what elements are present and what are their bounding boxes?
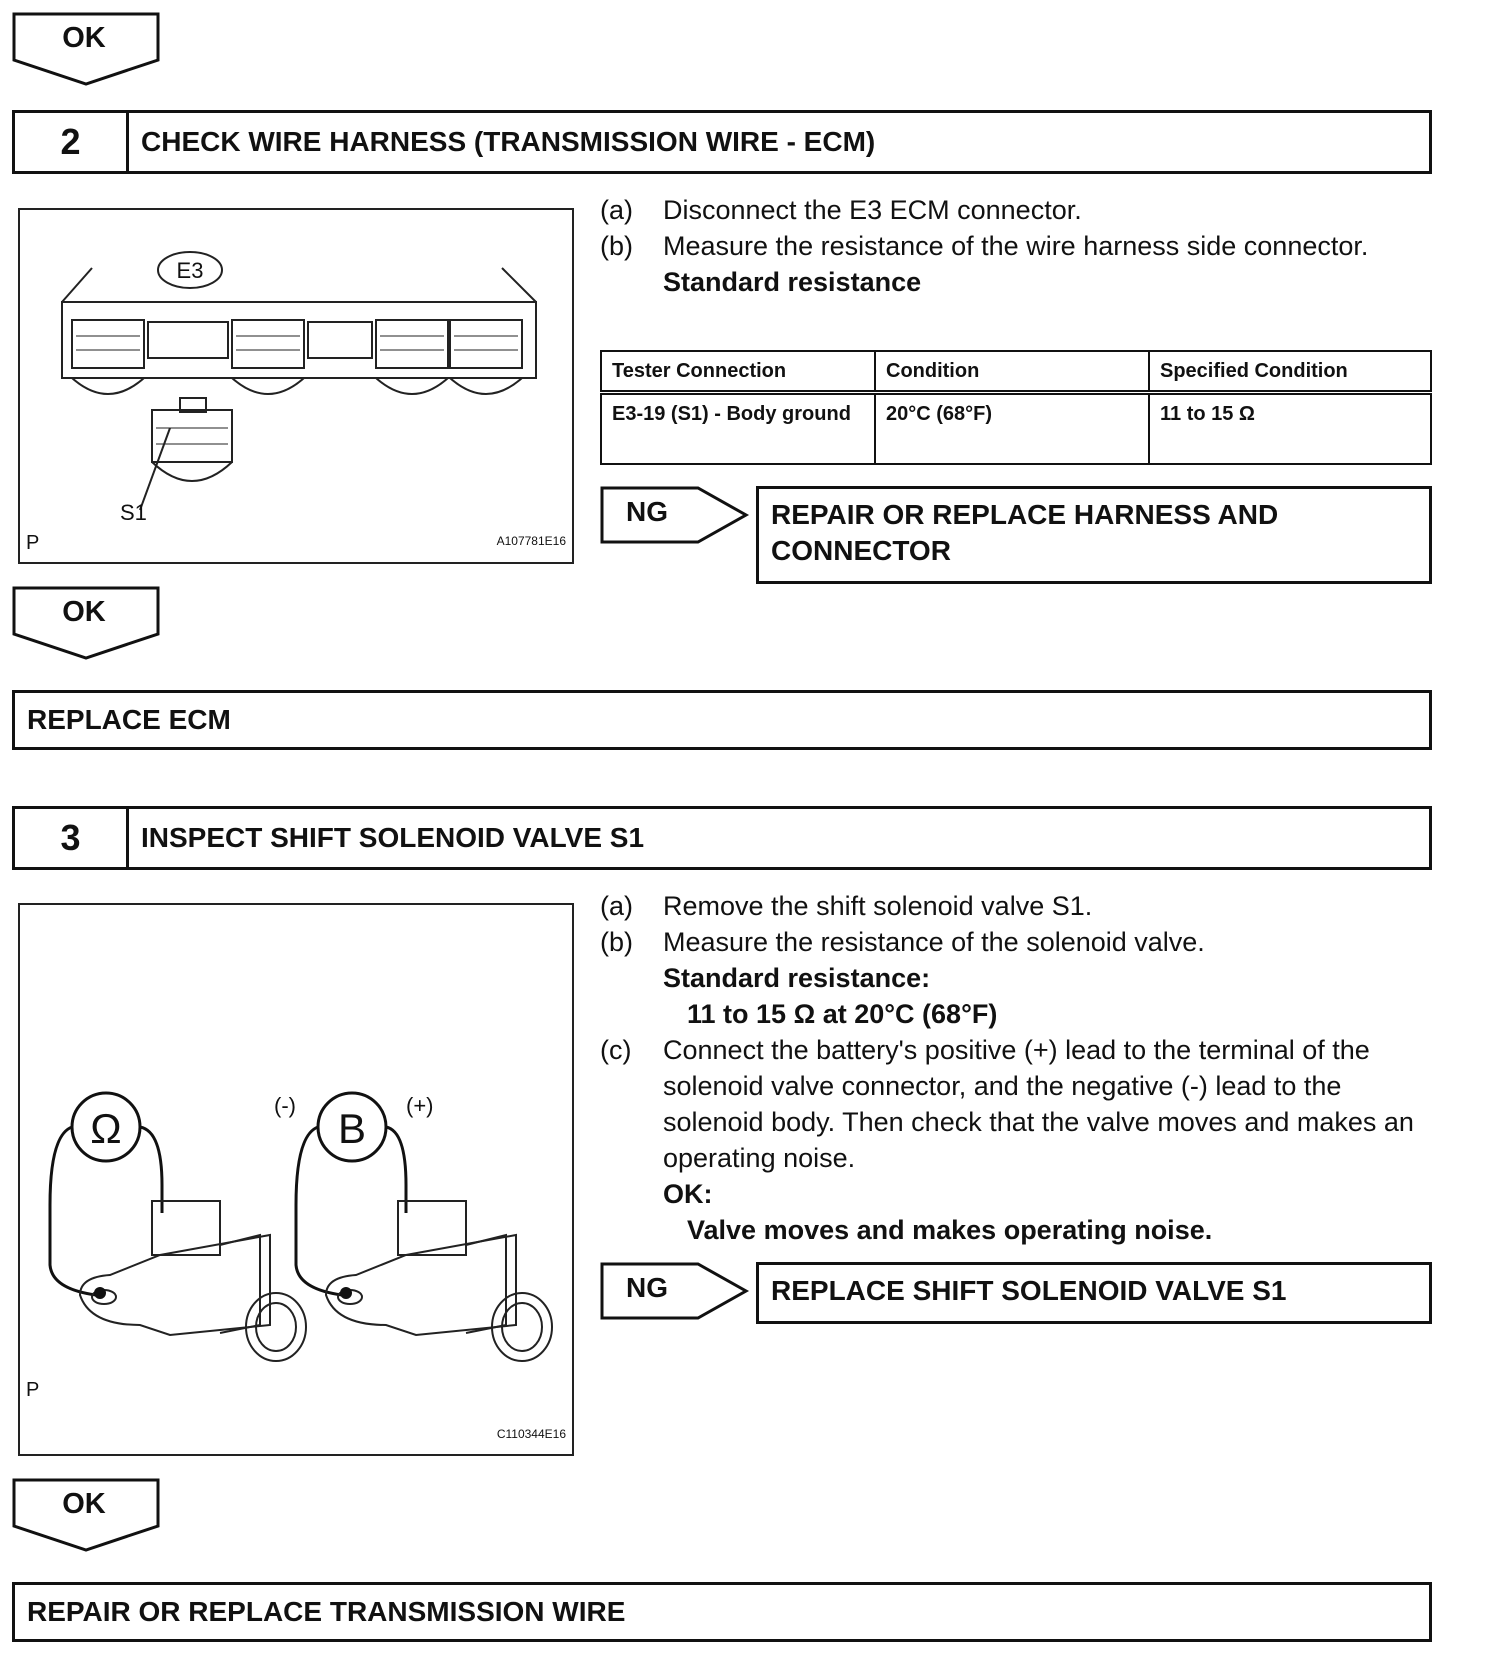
ng-label: NG (626, 496, 668, 527)
table-header-row: Tester Connection Condition Specified Co… (600, 350, 1432, 395)
ok-arrow-top: OK (12, 12, 162, 88)
instruction-item: (b) Measure the resistance of the soleno… (600, 924, 1430, 960)
ng-arrow: NG (600, 1262, 750, 1320)
instruction-text: Connect the battery's positive (+) lead … (663, 1035, 1414, 1173)
step-title: INSPECT SHIFT SOLENOID VALVE S1 (141, 822, 645, 853)
step-number: 2 (15, 113, 129, 171)
ok-result-box: REPLACE ECM (12, 690, 1432, 750)
p-mark: P (26, 1379, 40, 1401)
step-3-header: 3 INSPECT SHIFT SOLENOID VALVE S1 (12, 806, 1432, 870)
step-number: 3 (15, 809, 129, 867)
step-3-instructions: (a) Remove the shift solenoid valve S1. … (600, 888, 1430, 1248)
connector-label: E3 (177, 258, 204, 283)
instruction-tag: (c) (600, 1035, 632, 1065)
p-mark: P (26, 532, 40, 554)
table-row: E3-19 (S1) - Body ground 20°C (68°F) 11 … (600, 391, 1432, 465)
solenoid-valve-illustration: Ω B (-) (+) P C110344E16 (18, 903, 574, 1456)
ng-label: NG (626, 1272, 668, 1303)
figure-code: C110344E16 (496, 1427, 566, 1441)
ok-arrow: OK (12, 1478, 162, 1554)
instruction-tag: (a) (600, 195, 633, 225)
ng-result-box: REPLACE SHIFT SOLENOID VALVE S1 (756, 1262, 1432, 1324)
instruction-item: (a) Disconnect the E3 ECM connector. (600, 192, 1430, 228)
standard-resistance-value: 11 to 15 Ω at 20°C (68°F) (687, 999, 998, 1029)
ok-criteria-value: Valve moves and makes operating noise. (687, 1215, 1213, 1245)
instruction-tag: (a) (600, 891, 633, 921)
instruction-text: Remove the shift solenoid valve S1. (663, 891, 1093, 921)
battery-symbol: B (338, 1105, 366, 1152)
ecm-connector-drawing: E3 S1 (61, 251, 537, 525)
ok-result-box: REPAIR OR REPLACE TRANSMISSION WIRE (12, 1582, 1432, 1642)
ok-label: OK (62, 22, 106, 54)
ohmmeter-symbol: Ω (90, 1105, 121, 1152)
table-header: Tester Connection (600, 350, 876, 395)
table-cell: E3-19 (S1) - Body ground (600, 391, 876, 465)
step-2-instructions: (a) Disconnect the E3 ECM connector. (b)… (600, 192, 1430, 300)
figure-code: A107781E16 (496, 534, 566, 548)
table-header: Specified Condition (1148, 350, 1432, 395)
ecm-connector-illustration: E3 S1 P A107781E16 (18, 208, 574, 564)
step-2-header: 2 CHECK WIRE HARNESS (TRANSMISSION WIRE … (12, 110, 1432, 174)
table-header: Condition (874, 350, 1150, 395)
ok-criteria-label: OK: (663, 1179, 713, 1209)
instruction-tag: (b) (600, 927, 633, 957)
ok-label: OK (62, 596, 106, 628)
instruction-text: Measure the resistance of the wire harne… (663, 231, 1369, 261)
negative-lead-label: (-) (274, 1093, 296, 1118)
table-cell: 20°C (68°F) (874, 391, 1150, 465)
table-cell: 11 to 15 Ω (1148, 391, 1432, 465)
ng-arrow: NG (600, 486, 750, 544)
ng-result-box: REPAIR OR REPLACE HARNESS AND CONNECTOR (756, 486, 1432, 584)
ok-label: OK (62, 1488, 106, 1520)
resistance-table: Tester Connection Condition Specified Co… (600, 350, 1432, 465)
terminal-label: S1 (120, 500, 147, 525)
step-title: CHECK WIRE HARNESS (TRANSMISSION WIRE - … (141, 126, 876, 157)
instruction-item: (a) Remove the shift solenoid valve S1. (600, 888, 1430, 924)
solenoid-valve-drawing: Ω B (-) (+) (48, 1091, 553, 1362)
positive-lead-label: (+) (406, 1093, 434, 1118)
instruction-item: (b) Measure the resistance of the wire h… (600, 228, 1430, 264)
instruction-tag: (b) (600, 231, 633, 261)
standard-resistance-label: Standard resistance (663, 267, 922, 297)
instruction-text: Measure the resistance of the solenoid v… (663, 927, 1205, 957)
instruction-item: (c) Connect the battery's positive (+) l… (600, 1032, 1430, 1176)
ok-arrow: OK (12, 586, 162, 662)
standard-resistance-label: Standard resistance: (663, 963, 931, 993)
instruction-text: Disconnect the E3 ECM connector. (663, 195, 1082, 225)
